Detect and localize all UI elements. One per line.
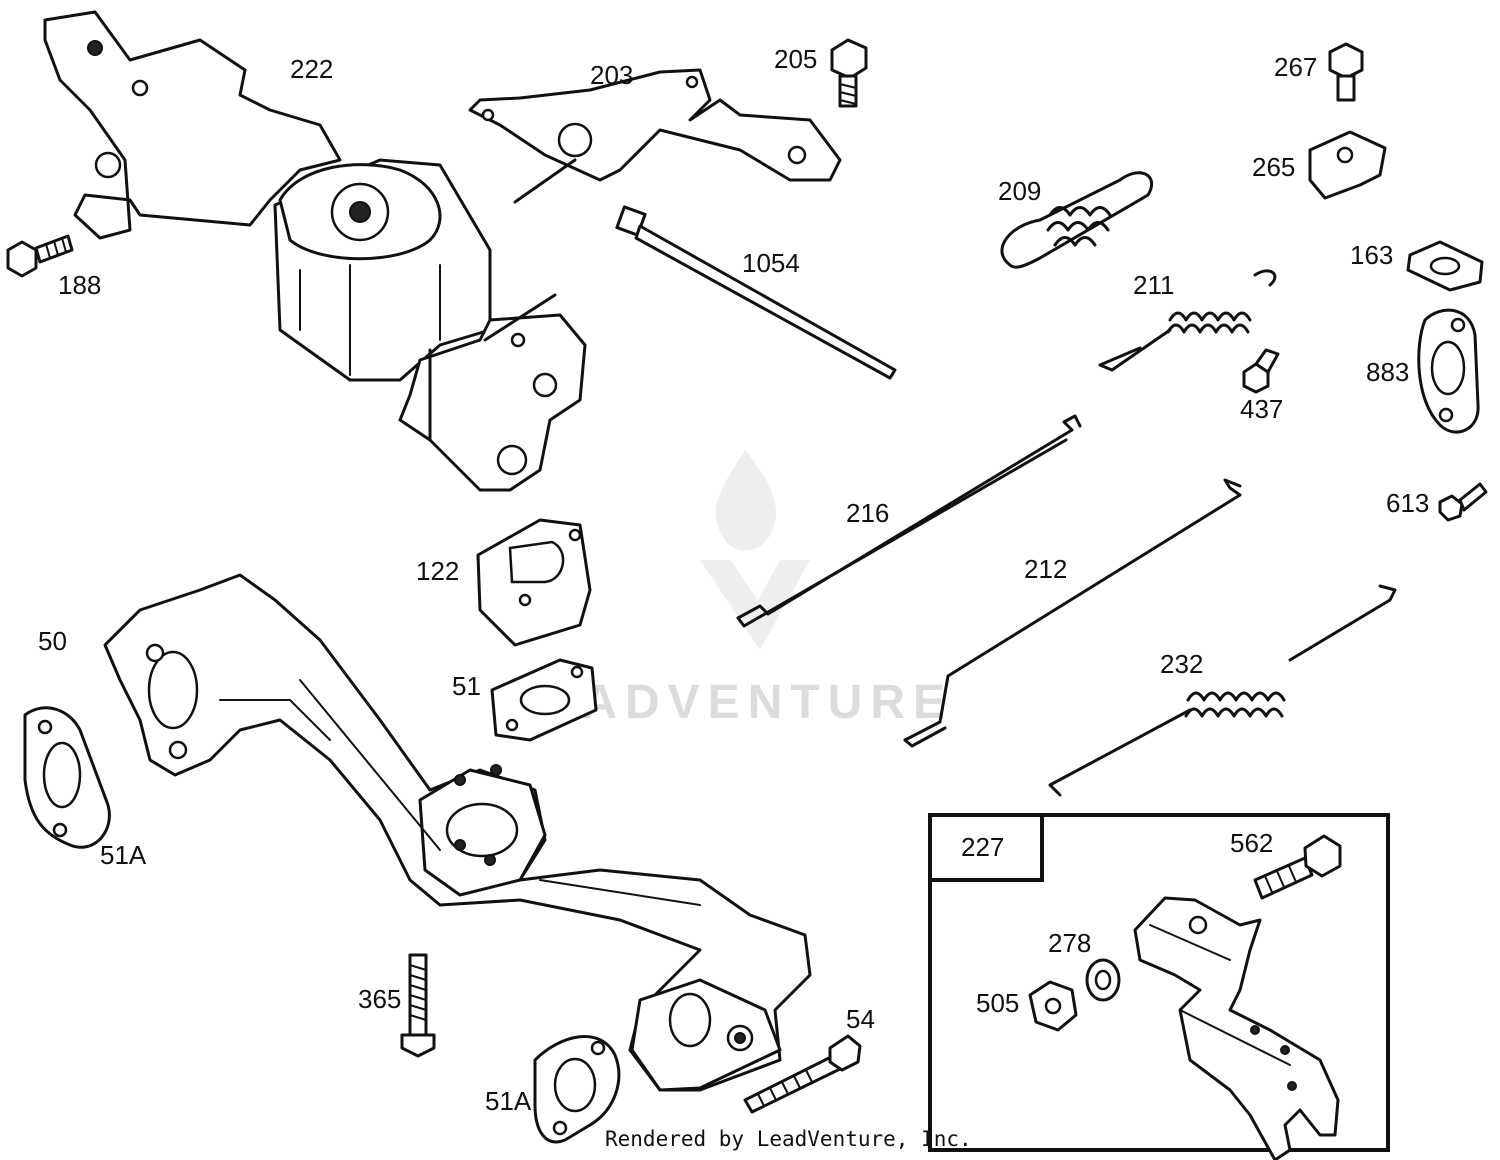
callout-505: 505 — [976, 988, 1019, 1018]
callout-1054: 1054 — [742, 248, 800, 278]
footer-credit: Rendered by LeadVenture, Inc. — [605, 1127, 972, 1151]
part-51-gasket — [490, 658, 598, 742]
part-50-intake-manifold — [103, 573, 812, 1092]
callout-51a-top: 51A — [100, 840, 147, 870]
callout-883: 883 — [1366, 357, 1409, 387]
part-883-gasket — [1417, 308, 1480, 434]
part-227-kit-box — [928, 813, 1390, 1152]
part-232-spring — [1048, 584, 1397, 797]
callout-205: 205 — [774, 44, 817, 74]
part-205-bolt — [830, 38, 868, 108]
callout-51a-bottom: 51A — [485, 1086, 532, 1116]
callout-227: 227 — [961, 832, 1004, 862]
part-437-screw — [1242, 348, 1280, 394]
watermark-logo — [700, 450, 810, 650]
callout-278: 278 — [1048, 928, 1091, 958]
part-51a-gasket-bottom — [533, 1035, 621, 1144]
callout-163: 163 — [1350, 240, 1393, 270]
callout-365: 365 — [358, 984, 401, 1014]
callout-562: 562 — [1230, 828, 1273, 858]
callout-613: 613 — [1386, 488, 1429, 518]
part-209-spring — [1000, 171, 1154, 269]
callout-203: 203 — [590, 60, 633, 90]
part-365-stud — [400, 953, 436, 1058]
part-505-nut — [1028, 980, 1078, 1032]
part-613-screw — [1438, 482, 1488, 522]
callout-437: 437 — [1240, 394, 1283, 424]
part-54-bolt — [743, 1034, 862, 1114]
callout-211: 211 — [1133, 270, 1174, 300]
part-278-washer — [1085, 958, 1121, 1002]
part-51a-gasket-top — [23, 706, 111, 849]
part-267-bolt — [1328, 42, 1364, 102]
part-211-spring — [1098, 269, 1277, 372]
callout-209: 209 — [998, 176, 1041, 206]
part-188-bolt — [6, 234, 74, 278]
part-562-bolt — [1253, 834, 1342, 900]
callout-216: 216 — [846, 498, 889, 528]
part-227-control-lever — [1133, 896, 1340, 1160]
part-265-clip — [1308, 130, 1387, 200]
callout-232: 232 — [1160, 649, 1203, 679]
part-203-control-bracket — [468, 68, 842, 204]
callout-122: 122 — [416, 556, 459, 586]
part-163-gasket — [1406, 240, 1484, 292]
callout-265: 265 — [1252, 152, 1295, 182]
callout-51: 51 — [452, 671, 481, 701]
callout-267: 267 — [1274, 52, 1317, 82]
callout-222: 222 — [290, 54, 333, 84]
callout-54: 54 — [846, 1004, 875, 1034]
part-216-link-rod — [736, 414, 1082, 628]
part-212-link-rod — [903, 478, 1242, 748]
callout-212: 212 — [1024, 554, 1067, 584]
callout-50: 50 — [38, 626, 67, 656]
part-222-governor-bracket — [43, 10, 587, 492]
part-122-spacer — [476, 518, 592, 647]
callout-188: 188 — [58, 270, 101, 300]
part-1054-cable-tie — [615, 205, 897, 380]
